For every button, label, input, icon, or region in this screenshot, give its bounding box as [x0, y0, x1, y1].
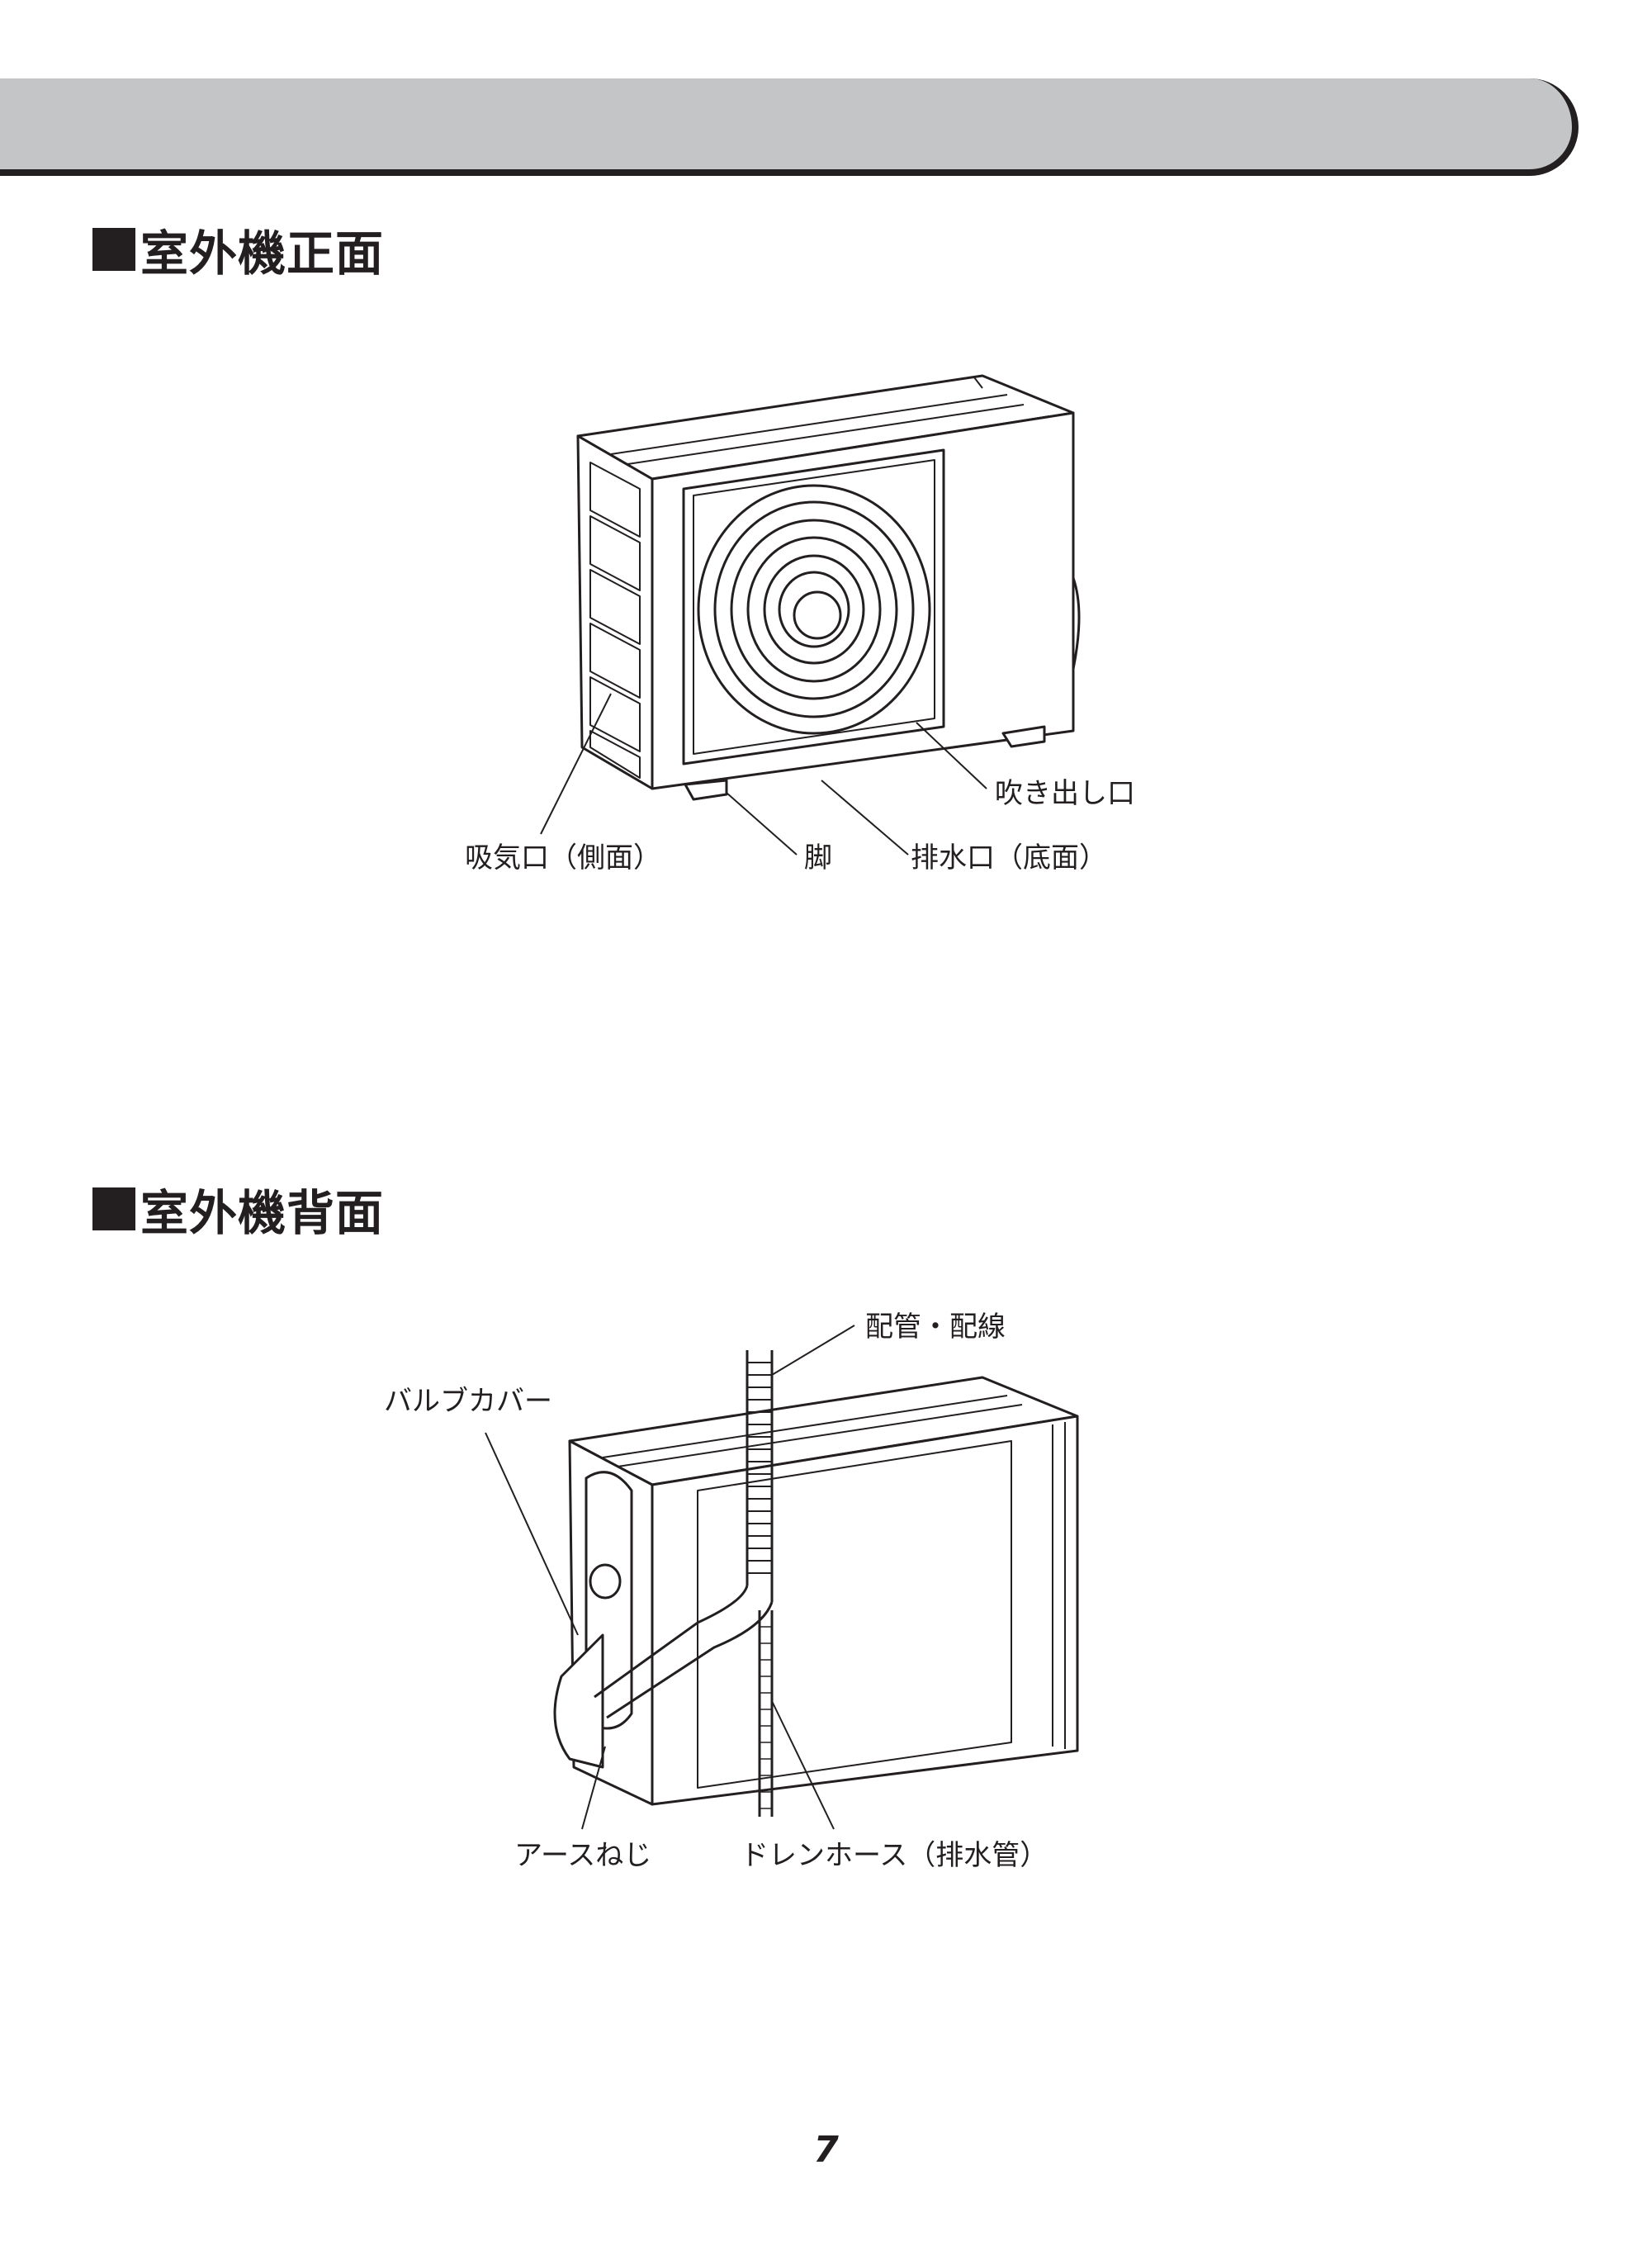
- valve-cover-label: バルブカバー: [384, 1385, 552, 1418]
- piping-label: 配管・配線: [865, 1311, 1006, 1344]
- front-section-title-text: 室外機正面: [140, 225, 385, 282]
- outlet-label: 吹き出し口: [995, 777, 1135, 810]
- ground-screw-label: アースねじ: [514, 1839, 652, 1872]
- drain-port-label: 排水口（底面）: [911, 841, 1107, 875]
- header-bar: [0, 78, 1579, 176]
- square-bullet-icon: [92, 228, 135, 271]
- intake-label: 吸気口（側面）: [465, 841, 661, 875]
- square-bullet-icon: [92, 1187, 135, 1230]
- front-section-title: 室外機正面: [92, 215, 384, 284]
- back-section-title: 室外機背面: [92, 1174, 384, 1244]
- leg-label: 脚: [804, 841, 832, 875]
- drain-hose-label: ドレンホース（排水管）: [741, 1839, 1048, 1872]
- page-number: 7: [813, 2129, 839, 2171]
- back-section-title-text: 室外機背面: [140, 1185, 385, 1241]
